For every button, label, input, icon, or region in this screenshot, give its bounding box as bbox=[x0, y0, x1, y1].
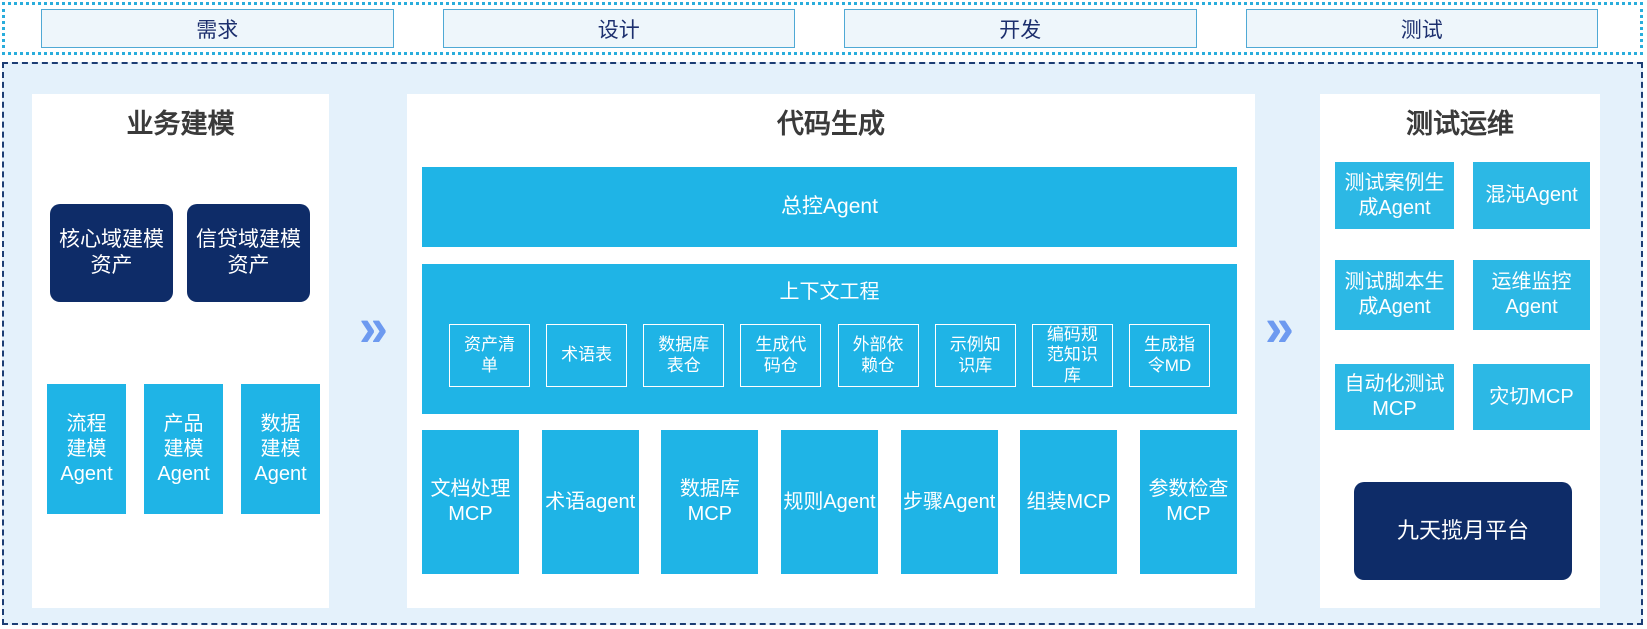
jiutian-lanyue-platform-box: 九天揽月平台 bbox=[1354, 482, 1572, 580]
flow-arrow-icon: » bbox=[1265, 297, 1294, 359]
phase-box-design: 设计 bbox=[442, 9, 795, 48]
phase-box-development: 开发 bbox=[844, 9, 1197, 48]
panel-title-code-generation: 代码生成 bbox=[777, 109, 885, 139]
test-case-gen-agent-box: 测试案例生 成Agent bbox=[1335, 162, 1454, 229]
asset-list-box: 资产清 单 bbox=[449, 324, 530, 387]
panel-code-generation: 代码生成 总控Agent 上下文工程 资产清 单 术语表 数据库 表仓 生成代 … bbox=[407, 94, 1255, 608]
db-table-repo-box: 数据库 表仓 bbox=[643, 324, 725, 387]
automated-test-mcp-box: 自动化测试 MCP bbox=[1335, 364, 1454, 430]
panel-test-ops: 测试运维 测试案例生 成Agent 混沌Agent 测试脚本生 成Agent 运… bbox=[1320, 94, 1600, 608]
credit-domain-modeling-assets-box: 信贷域建模 资产 bbox=[187, 204, 310, 302]
rule-agent-box: 规则Agent bbox=[780, 430, 878, 574]
generation-instruction-md-box: 生成指 令MD bbox=[1128, 324, 1210, 387]
phase-strip: 需求 设计 开发 测试 bbox=[2, 2, 1643, 55]
test-script-gen-agent-box: 测试脚本生 成Agent bbox=[1335, 260, 1454, 330]
core-domain-modeling-assets-box: 核心域建模 资产 bbox=[50, 204, 173, 302]
product-modeling-agent-box: 产品 建模 Agent bbox=[144, 384, 223, 514]
glossary-agent-box: 术语agent bbox=[541, 430, 639, 574]
step-agent-box: 步骤Agent bbox=[900, 430, 998, 574]
context-engineering-title: 上下文工程 bbox=[779, 281, 880, 303]
external-deps-repo-box: 外部依 赖仓 bbox=[837, 324, 919, 387]
main-container: 业务建模 核心域建模 资产 信贷域建模 资产 流程 建模 Agent 产品 建模… bbox=[2, 62, 1643, 625]
coding-standard-knowledge-box: 编码规 范知识 库 bbox=[1031, 324, 1113, 387]
panel-business-modeling: 业务建模 核心域建模 资产 信贷域建模 资产 流程 建模 Agent 产品 建模… bbox=[32, 94, 329, 608]
phase-box-requirements: 需求 bbox=[41, 9, 394, 48]
panel-title-business-modeling: 业务建模 bbox=[126, 109, 235, 139]
database-mcp-box: 数据库 MCP bbox=[661, 430, 759, 574]
phase-box-testing: 测试 bbox=[1245, 9, 1598, 48]
master-control-agent-bar: 总控Agent bbox=[422, 167, 1237, 247]
ops-monitoring-agent-box: 运维监控 Agent bbox=[1473, 260, 1590, 330]
panel-title-test-ops: 测试运维 bbox=[1406, 109, 1514, 139]
doc-processing-mcp-box: 文档处理 MCP bbox=[422, 430, 519, 574]
flow-arrow-icon: » bbox=[359, 297, 388, 359]
process-modeling-agent-box: 流程 建模 Agent bbox=[47, 384, 126, 514]
mcp-agent-row: 文档处理 MCP 术语agent 数据库 MCP 规则Agent 步骤Agent… bbox=[422, 430, 1237, 574]
example-knowledge-box: 示例知 识库 bbox=[934, 324, 1016, 387]
glossary-box: 术语表 bbox=[546, 324, 628, 387]
assembly-mcp-box: 组装MCP bbox=[1020, 430, 1118, 574]
context-engineering-group: 上下文工程 资产清 单 术语表 数据库 表仓 生成代 码仓 外部依 赖仓 示例知… bbox=[422, 264, 1237, 414]
disaster-switch-mcp-box: 灾切MCP bbox=[1473, 364, 1590, 430]
context-engineering-items: 资产清 单 术语表 数据库 表仓 生成代 码仓 外部依 赖仓 示例知 识库 编码… bbox=[449, 324, 1210, 387]
param-check-mcp-box: 参数检查 MCP bbox=[1139, 430, 1237, 574]
generated-code-repo-box: 生成代 码仓 bbox=[740, 324, 822, 387]
chaos-agent-box: 混沌Agent bbox=[1473, 162, 1590, 229]
data-modeling-agent-box: 数据 建模 Agent bbox=[241, 384, 320, 514]
